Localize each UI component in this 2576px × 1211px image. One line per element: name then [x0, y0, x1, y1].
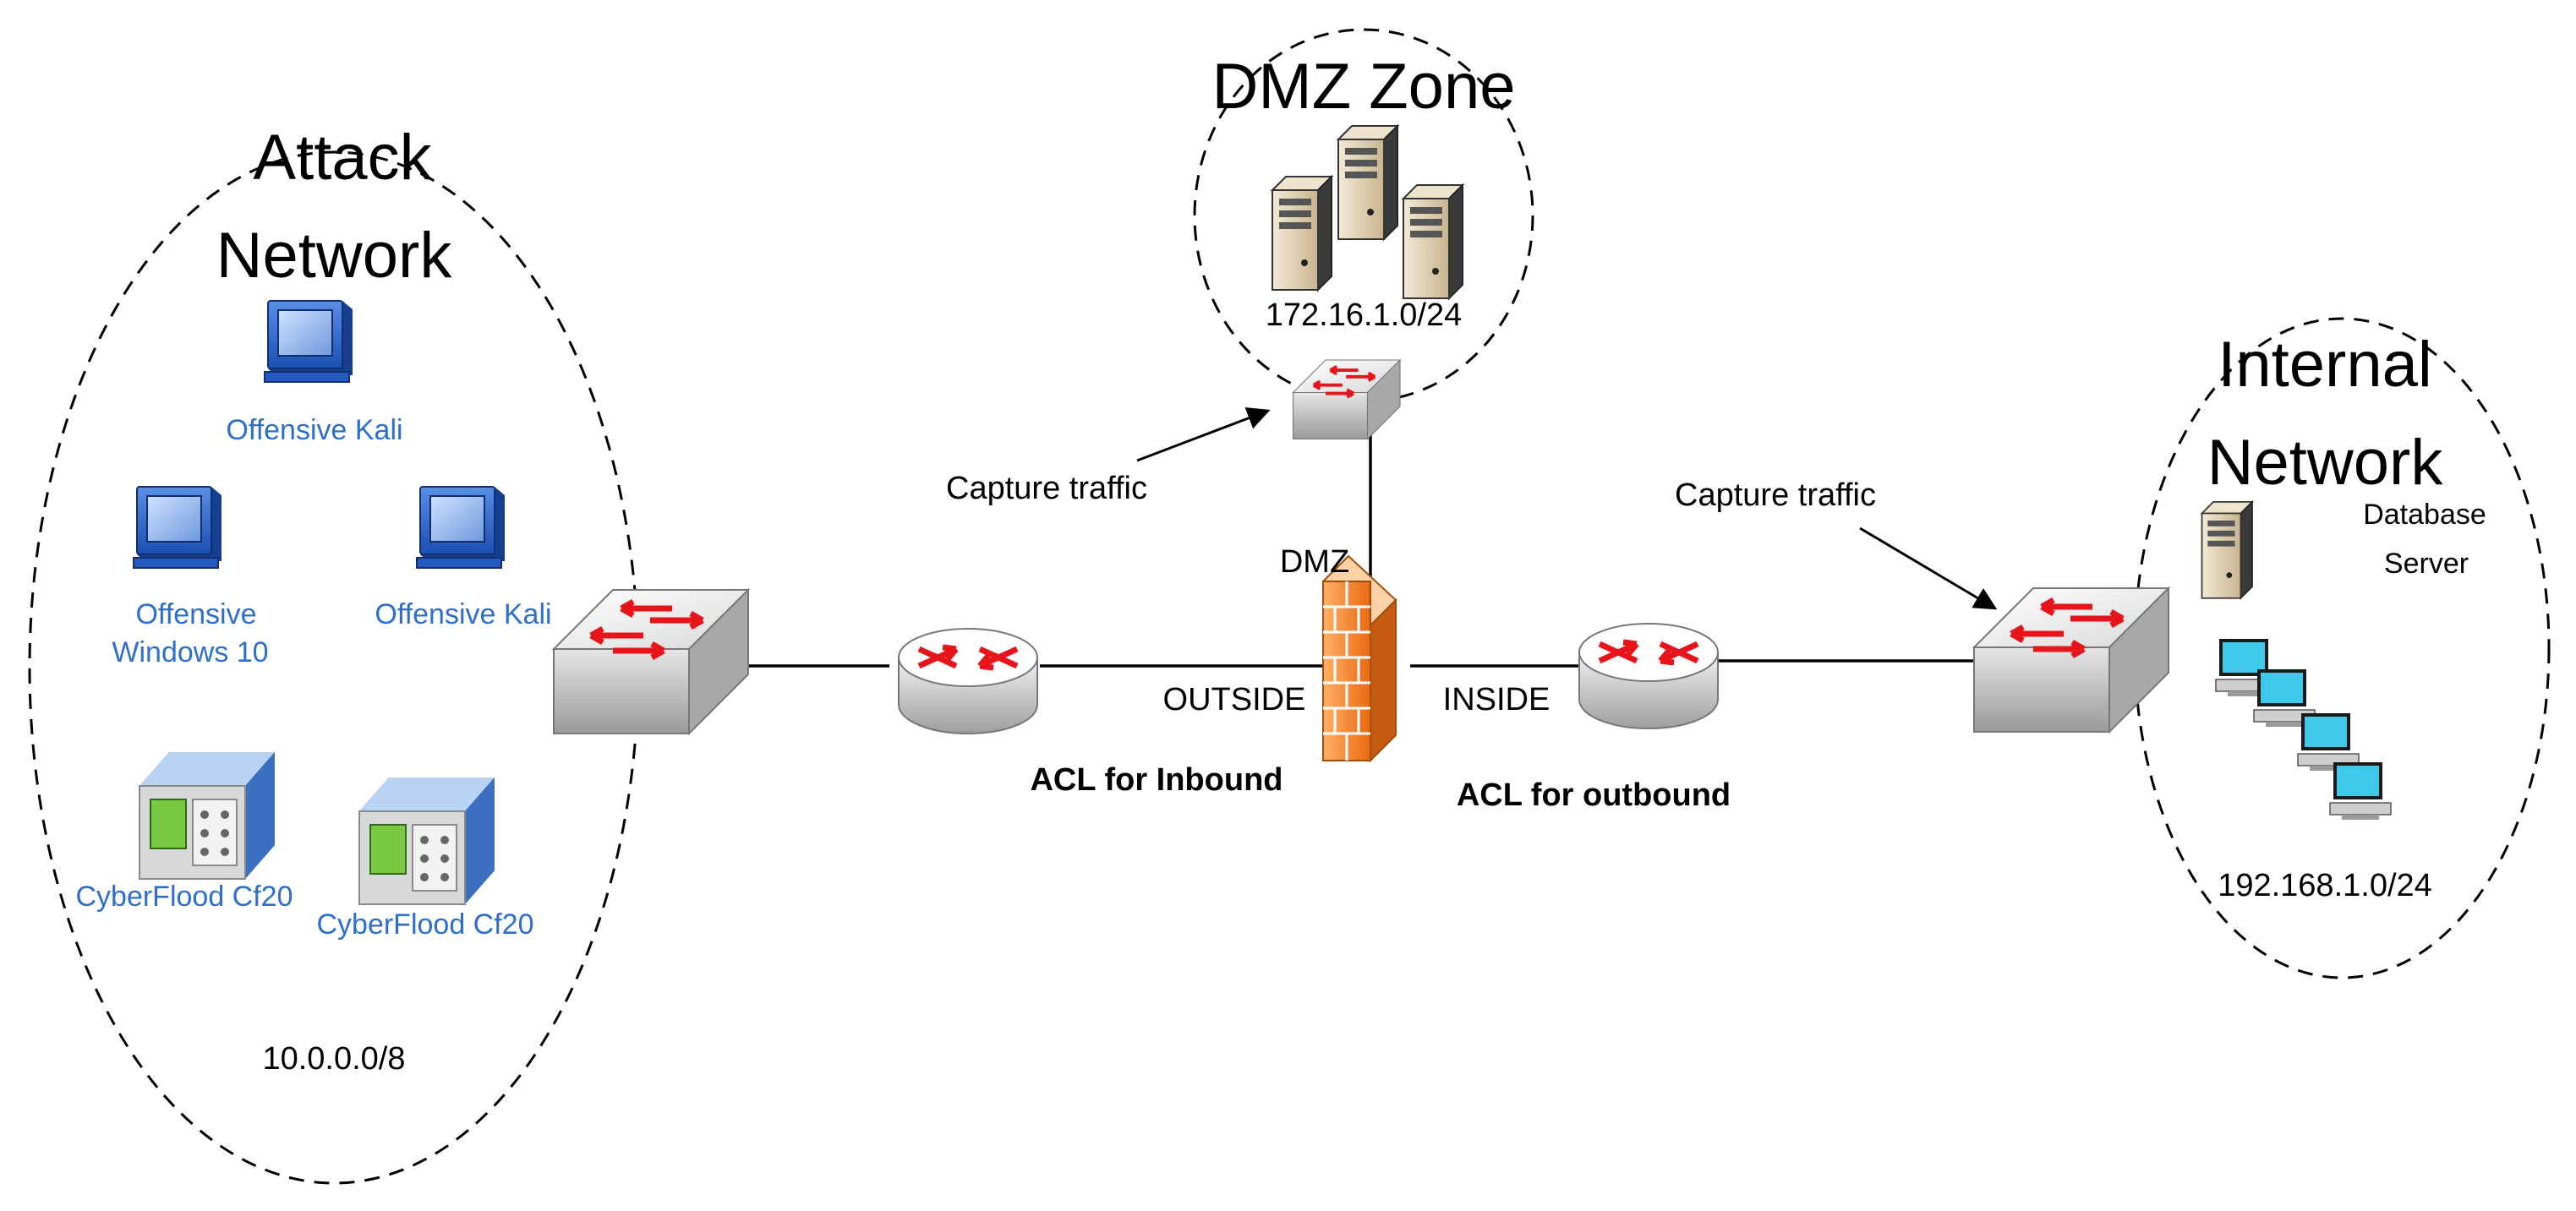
attack-network-switch-icon[interactable] [554, 590, 748, 734]
capture-traffic-internal-arrow [1859, 526, 1998, 610]
acl-inbound-label: ACL for Inbound [1030, 762, 1283, 798]
edge-router-icon[interactable] [899, 629, 1037, 734]
server-icon[interactable] [1337, 125, 1398, 240]
attack-network-subnet: 10.0.0.0/8 [262, 1041, 405, 1077]
internal-network-subnet: 192.168.1.0/24 [2218, 868, 2432, 903]
server-icon[interactable] [1272, 176, 1332, 291]
dmz-port-label: DMZ [1280, 544, 1349, 580]
traffic-generator-icon[interactable] [358, 777, 495, 905]
internal-network-title-line1: Internal [2218, 329, 2432, 401]
capture-traffic-dmz-label: Capture traffic [946, 471, 1147, 506]
capture-traffic-dmz-arrow [1136, 407, 1271, 462]
capture-traffic-internal-label: Capture traffic [1675, 477, 1876, 513]
device-label-offensive-kali-2: Offensive Kali [375, 598, 551, 630]
traffic-generator-icon[interactable] [139, 751, 276, 880]
dmz-subnet: 172.16.1.0/24 [1266, 297, 1462, 333]
internal-network-zone-boundary [2133, 317, 2551, 979]
acl-outbound-label: ACL for outbound [1457, 777, 1731, 813]
device-label-offensive-windows10-line2: Windows 10 [112, 636, 268, 668]
database-server-icon[interactable] [2201, 501, 2253, 599]
attack-network-title-line2: Network [216, 220, 453, 292]
workstation-icon[interactable] [2297, 712, 2360, 772]
internal-network-title-line2: Network [2207, 427, 2444, 499]
dmz-zone-title: DMZ Zone [1212, 51, 1516, 123]
dmz-zone-boundary [1193, 28, 1534, 403]
desktop-icon[interactable] [416, 486, 506, 569]
device-label-cyberflood-cf20-2: CyberFlood Cf20 [316, 908, 533, 941]
database-server-label-line1: Database [2363, 499, 2486, 531]
outside-port-label: OUTSIDE [1163, 682, 1306, 717]
device-label-offensive-windows10-line1: Offensive [135, 598, 256, 630]
workstation-icon[interactable] [2329, 761, 2392, 821]
desktop-icon[interactable] [133, 486, 222, 569]
inside-port-label: INSIDE [1443, 682, 1551, 717]
database-server-label-line2: Server [2384, 548, 2469, 580]
device-label-offensive-kali-1: Offensive Kali [226, 414, 402, 446]
server-icon[interactable] [1403, 184, 1463, 299]
attack-network-title-line1: Attack [253, 122, 432, 194]
firewall-icon[interactable] [1321, 554, 1397, 762]
device-label-cyberflood-cf20-1: CyberFlood Cf20 [75, 881, 293, 913]
dmz-switch-icon[interactable] [1291, 358, 1402, 441]
desktop-icon[interactable] [264, 300, 353, 383]
inside-router-icon[interactable] [1579, 624, 1718, 728]
